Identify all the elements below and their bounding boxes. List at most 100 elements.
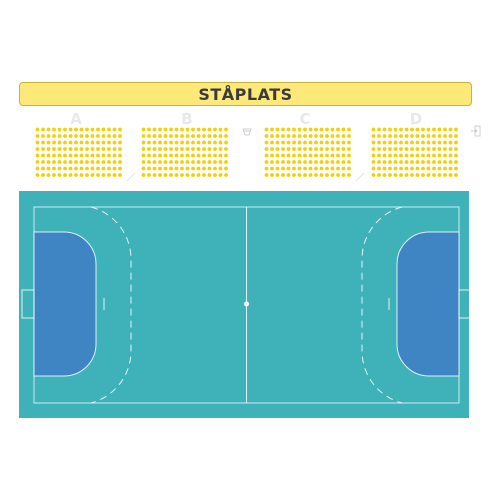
seat[interactable] (388, 147, 392, 151)
seat[interactable] (96, 173, 100, 177)
seat[interactable] (371, 127, 376, 132)
seat[interactable] (330, 173, 335, 177)
seat[interactable] (57, 173, 62, 177)
seat[interactable] (202, 160, 206, 164)
seat[interactable] (147, 166, 151, 171)
seat[interactable] (207, 173, 212, 177)
seat[interactable] (158, 160, 162, 164)
seat[interactable] (79, 160, 84, 164)
seat[interactable] (52, 127, 56, 132)
seat[interactable] (68, 134, 73, 138)
seat[interactable] (163, 127, 168, 132)
seat[interactable] (63, 147, 67, 151)
seat[interactable] (57, 160, 62, 164)
seat[interactable] (308, 173, 313, 177)
seat[interactable] (141, 173, 146, 177)
seat[interactable] (63, 166, 67, 171)
seat[interactable] (101, 134, 106, 138)
seat[interactable] (432, 166, 436, 171)
seat[interactable] (147, 134, 151, 138)
seat[interactable] (213, 134, 217, 138)
seat[interactable] (399, 134, 403, 138)
seat[interactable] (404, 147, 409, 151)
seat[interactable] (185, 127, 190, 132)
seat[interactable] (454, 140, 458, 145)
seat[interactable] (275, 147, 280, 151)
seat[interactable] (297, 140, 302, 145)
seat[interactable] (63, 153, 67, 158)
seat[interactable] (147, 140, 151, 145)
seat[interactable] (275, 127, 280, 132)
seat[interactable] (347, 140, 351, 145)
seat[interactable] (404, 166, 409, 171)
seat[interactable] (437, 134, 442, 138)
seat[interactable] (388, 127, 392, 132)
seat[interactable] (371, 166, 376, 171)
seat[interactable] (292, 127, 296, 132)
seat[interactable] (196, 140, 201, 145)
seat[interactable] (303, 153, 307, 158)
seat[interactable] (330, 160, 335, 164)
seat[interactable] (96, 147, 100, 151)
seat[interactable] (35, 134, 40, 138)
seat[interactable] (141, 134, 146, 138)
seat[interactable] (377, 147, 381, 151)
seat[interactable] (415, 134, 420, 138)
seat-block-a[interactable] (35, 127, 125, 178)
seat[interactable] (443, 166, 447, 171)
seat[interactable] (213, 127, 217, 132)
seat[interactable] (158, 153, 162, 158)
seat[interactable] (107, 166, 111, 171)
seat[interactable] (35, 147, 40, 151)
seat[interactable] (270, 166, 274, 171)
seat[interactable] (382, 173, 387, 177)
seat[interactable] (347, 127, 351, 132)
seat[interactable] (35, 140, 40, 145)
seat[interactable] (314, 134, 318, 138)
seat[interactable] (118, 160, 122, 164)
seat[interactable] (448, 160, 453, 164)
seat[interactable] (174, 173, 179, 177)
seat[interactable] (163, 166, 168, 171)
seat[interactable] (286, 140, 291, 145)
seat[interactable] (336, 147, 340, 151)
seat[interactable] (371, 140, 376, 145)
seat[interactable] (415, 160, 420, 164)
seat[interactable] (41, 134, 45, 138)
seat[interactable] (399, 166, 403, 171)
seat[interactable] (399, 147, 403, 151)
seat[interactable] (437, 147, 442, 151)
seat[interactable] (377, 173, 381, 177)
seat[interactable] (141, 127, 146, 132)
seat[interactable] (147, 173, 151, 177)
seat[interactable] (90, 134, 95, 138)
seat[interactable] (218, 127, 223, 132)
seat[interactable] (286, 153, 291, 158)
seat[interactable] (196, 153, 201, 158)
seat[interactable] (421, 147, 425, 151)
seat[interactable] (443, 173, 447, 177)
seat[interactable] (410, 173, 414, 177)
seat[interactable] (292, 147, 296, 151)
seat[interactable] (410, 160, 414, 164)
seat[interactable] (101, 127, 106, 132)
seat[interactable] (330, 166, 335, 171)
seat[interactable] (169, 127, 173, 132)
seat[interactable] (191, 140, 195, 145)
seat[interactable] (158, 147, 162, 151)
seat[interactable] (303, 160, 307, 164)
seat[interactable] (169, 166, 173, 171)
seat[interactable] (371, 173, 376, 177)
seat[interactable] (330, 140, 335, 145)
seat[interactable] (63, 134, 67, 138)
seat[interactable] (281, 134, 285, 138)
seat[interactable] (404, 160, 409, 164)
seat[interactable] (410, 147, 414, 151)
seat[interactable] (297, 147, 302, 151)
seat[interactable] (292, 166, 296, 171)
seat[interactable] (415, 166, 420, 171)
seat[interactable] (281, 140, 285, 145)
seat[interactable] (371, 147, 376, 151)
seat[interactable] (437, 173, 442, 177)
seat[interactable] (347, 173, 351, 177)
